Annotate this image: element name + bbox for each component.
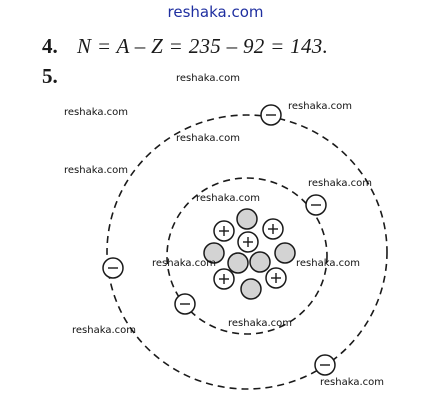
site-logo[interactable]: reshaka.com: [167, 3, 264, 21]
plus-sign: [219, 274, 229, 284]
plus-sign: [219, 226, 229, 236]
watermark: reshaka.com: [296, 258, 360, 269]
plus-sign: [271, 273, 281, 283]
neutron: [203, 242, 225, 264]
neutron: [227, 252, 249, 274]
neutron: [240, 278, 262, 300]
neutron: [249, 251, 271, 273]
watermark: reshaka.com: [320, 377, 384, 388]
watermark: reshaka.com: [176, 133, 240, 144]
problem-5-number: 5.: [42, 64, 58, 88]
neutron: [274, 242, 296, 264]
watermark: reshaka.com: [288, 101, 352, 112]
watermark: reshaka.com: [308, 178, 372, 189]
watermark: reshaka.com: [64, 165, 128, 176]
watermark: reshaka.com: [176, 73, 240, 84]
outer-orbit: [106, 114, 388, 390]
watermark: reshaka.com: [72, 325, 136, 336]
nucleus: [203, 208, 296, 300]
watermark: reshaka.com: [228, 318, 292, 329]
inner-orbit: [166, 177, 328, 335]
plus-sign: [243, 237, 253, 247]
neutron: [236, 208, 258, 230]
problem-4: 4. N = A – Z = 235 – 92 = 143.: [42, 34, 328, 59]
plus-sign: [268, 224, 278, 234]
problem-5: 5.: [42, 64, 72, 89]
watermark: reshaka.com: [64, 107, 128, 118]
electrons: [102, 104, 336, 376]
watermark: reshaka.com: [152, 258, 216, 269]
watermark: reshaka.com: [196, 193, 260, 204]
neutron-formula: N = A – Z = 235 – 92 = 143.: [77, 34, 329, 58]
problem-4-number: 4.: [42, 34, 58, 58]
